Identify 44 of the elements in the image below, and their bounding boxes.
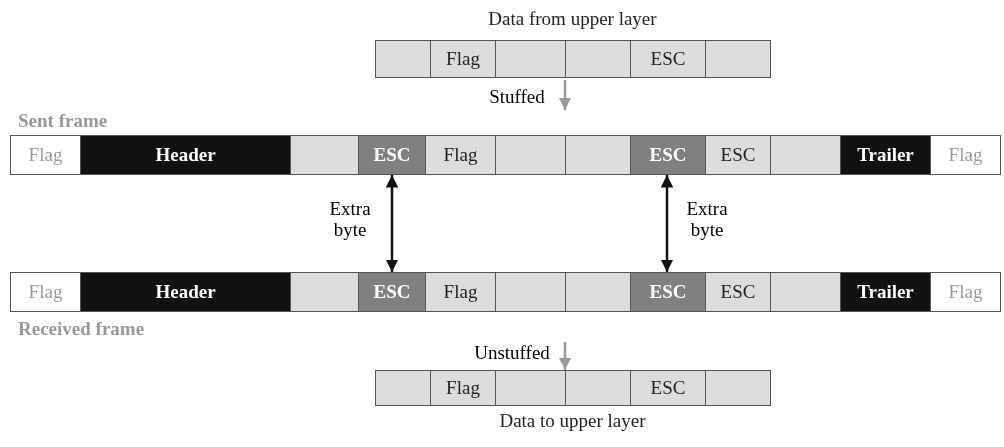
- byte-cell: [290, 272, 359, 312]
- byte-cell: ESC: [705, 135, 771, 175]
- byte-cell: [495, 135, 566, 175]
- byte-cell: ESC: [630, 40, 706, 78]
- byte-cell: ESC: [705, 272, 771, 312]
- byte-cell: [375, 40, 431, 78]
- byte-cell: [770, 135, 841, 175]
- byte-cell: Flag: [10, 135, 81, 175]
- row-heading: Sent frame: [18, 110, 108, 132]
- byte-cell: Flag: [430, 370, 496, 406]
- double-arrow: [660, 175, 674, 272]
- byte-cell: [705, 370, 771, 406]
- byte-cell: ESC: [630, 272, 706, 312]
- byte-cell: [565, 370, 631, 406]
- row-heading: Data to upper layer: [498, 410, 647, 432]
- byte-cell: Flag: [425, 272, 496, 312]
- byte-cell: [565, 135, 631, 175]
- byte-cell: [495, 272, 566, 312]
- arrow: [558, 342, 572, 370]
- byte-cell: Flag: [10, 272, 81, 312]
- byte-cell: Flag: [930, 135, 1001, 175]
- byte-cell: [495, 40, 566, 78]
- double-arrow: [385, 175, 399, 272]
- byte-cell: Header: [80, 272, 291, 312]
- byte-cell: [770, 272, 841, 312]
- byte-cell: Trailer: [840, 272, 931, 312]
- byte-cell: ESC: [358, 272, 426, 312]
- byte-cell: Trailer: [840, 135, 931, 175]
- byte-cell: ESC: [630, 370, 706, 406]
- arrow: [558, 80, 572, 110]
- byte-cell: Flag: [425, 135, 496, 175]
- byte-cell: ESC: [358, 135, 426, 175]
- byte-cell: Flag: [430, 40, 496, 78]
- byte-cell: ESC: [630, 135, 706, 175]
- byte-cell: [290, 135, 359, 175]
- byte-cell: [705, 40, 771, 78]
- byte-cell: [565, 40, 631, 78]
- byte-cell: Flag: [930, 272, 1001, 312]
- byte-cell: Header: [80, 135, 291, 175]
- row-heading: Received frame: [18, 318, 145, 340]
- byte-cell: [495, 370, 566, 406]
- row-heading: Data from upper layer: [487, 8, 658, 30]
- byte-cell: [565, 272, 631, 312]
- byte-cell: [375, 370, 431, 406]
